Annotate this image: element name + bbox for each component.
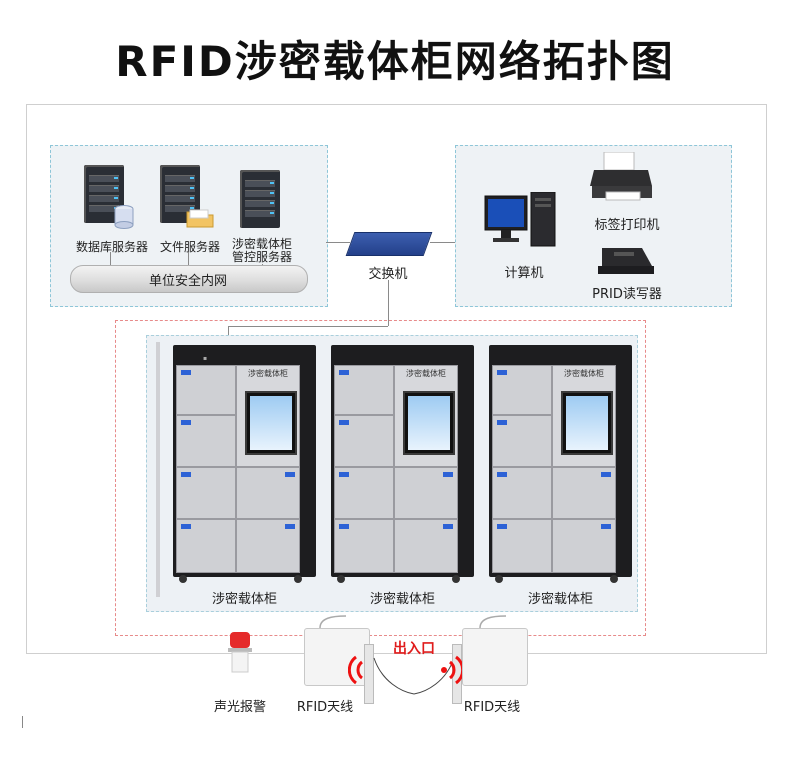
computer-icon bbox=[483, 191, 561, 258]
antenna-right-label: RFID天线 bbox=[463, 700, 521, 715]
alarm-icon bbox=[226, 632, 254, 678]
cabinet-1: ▪ 涉密载体柜 bbox=[173, 345, 316, 583]
entry-label: 出入口 bbox=[393, 641, 435, 657]
rfid-antenna-right bbox=[462, 628, 528, 686]
cabinet-3-touchscreen bbox=[561, 391, 613, 455]
database-server-icon bbox=[84, 165, 124, 223]
folder-icon bbox=[186, 208, 214, 232]
gate-left-pillar bbox=[364, 644, 374, 704]
database-server-label: 数据库服务器 bbox=[75, 240, 148, 254]
database-cylinder-icon bbox=[114, 205, 134, 233]
control-server-label-line1: 涉密载体柜 bbox=[231, 237, 292, 251]
printer-icon bbox=[590, 151, 654, 208]
cabinet-2-touchscreen bbox=[403, 391, 455, 455]
network-label: 单位安全内网 bbox=[148, 274, 227, 289]
page-title: RFID涉密载体柜网络拓扑图 bbox=[115, 37, 675, 86]
antenna-left-label: RFID天线 bbox=[296, 700, 354, 715]
control-server-label: 涉密载体柜 管控服务器 bbox=[222, 238, 302, 264]
control-server-label-line2: 管控服务器 bbox=[231, 250, 292, 264]
cabinet-2-header: 涉密载体柜 bbox=[406, 369, 446, 378]
file-server-label: 文件服务器 bbox=[159, 240, 220, 254]
rfid-wave-right-icon bbox=[438, 655, 465, 691]
cabinet-1-label: 涉密载体柜 bbox=[211, 592, 277, 607]
antenna-left-cable-icon bbox=[318, 614, 348, 634]
corner-tick bbox=[22, 716, 23, 728]
cabinet-2: 涉密载体柜 bbox=[331, 345, 474, 583]
switch-label: 交换机 bbox=[368, 267, 408, 282]
printer-label: 标签打印机 bbox=[594, 218, 660, 233]
antenna-right-cable-icon bbox=[478, 614, 508, 634]
cabinet-1-touchscreen bbox=[245, 391, 297, 455]
cabinet-3: 涉密载体柜 bbox=[489, 345, 632, 583]
alarm-label: 声光报警 bbox=[213, 700, 266, 715]
network-switch-icon bbox=[345, 232, 433, 256]
network-pipe bbox=[70, 265, 308, 293]
control-server-icon bbox=[240, 170, 280, 228]
computer-label: 计算机 bbox=[504, 266, 544, 281]
cabinet-1-header: 涉密载体柜 bbox=[248, 369, 288, 378]
cabinet-2-label: 涉密载体柜 bbox=[369, 592, 435, 607]
rfid-reader-icon bbox=[596, 240, 656, 282]
cabinet-3-label: 涉密载体柜 bbox=[527, 592, 593, 607]
secure-zone bbox=[115, 320, 646, 636]
cabinet-3-header: 涉密载体柜 bbox=[564, 369, 604, 378]
gate-post bbox=[156, 342, 160, 597]
reader-label: PRID读写器 bbox=[592, 287, 662, 302]
